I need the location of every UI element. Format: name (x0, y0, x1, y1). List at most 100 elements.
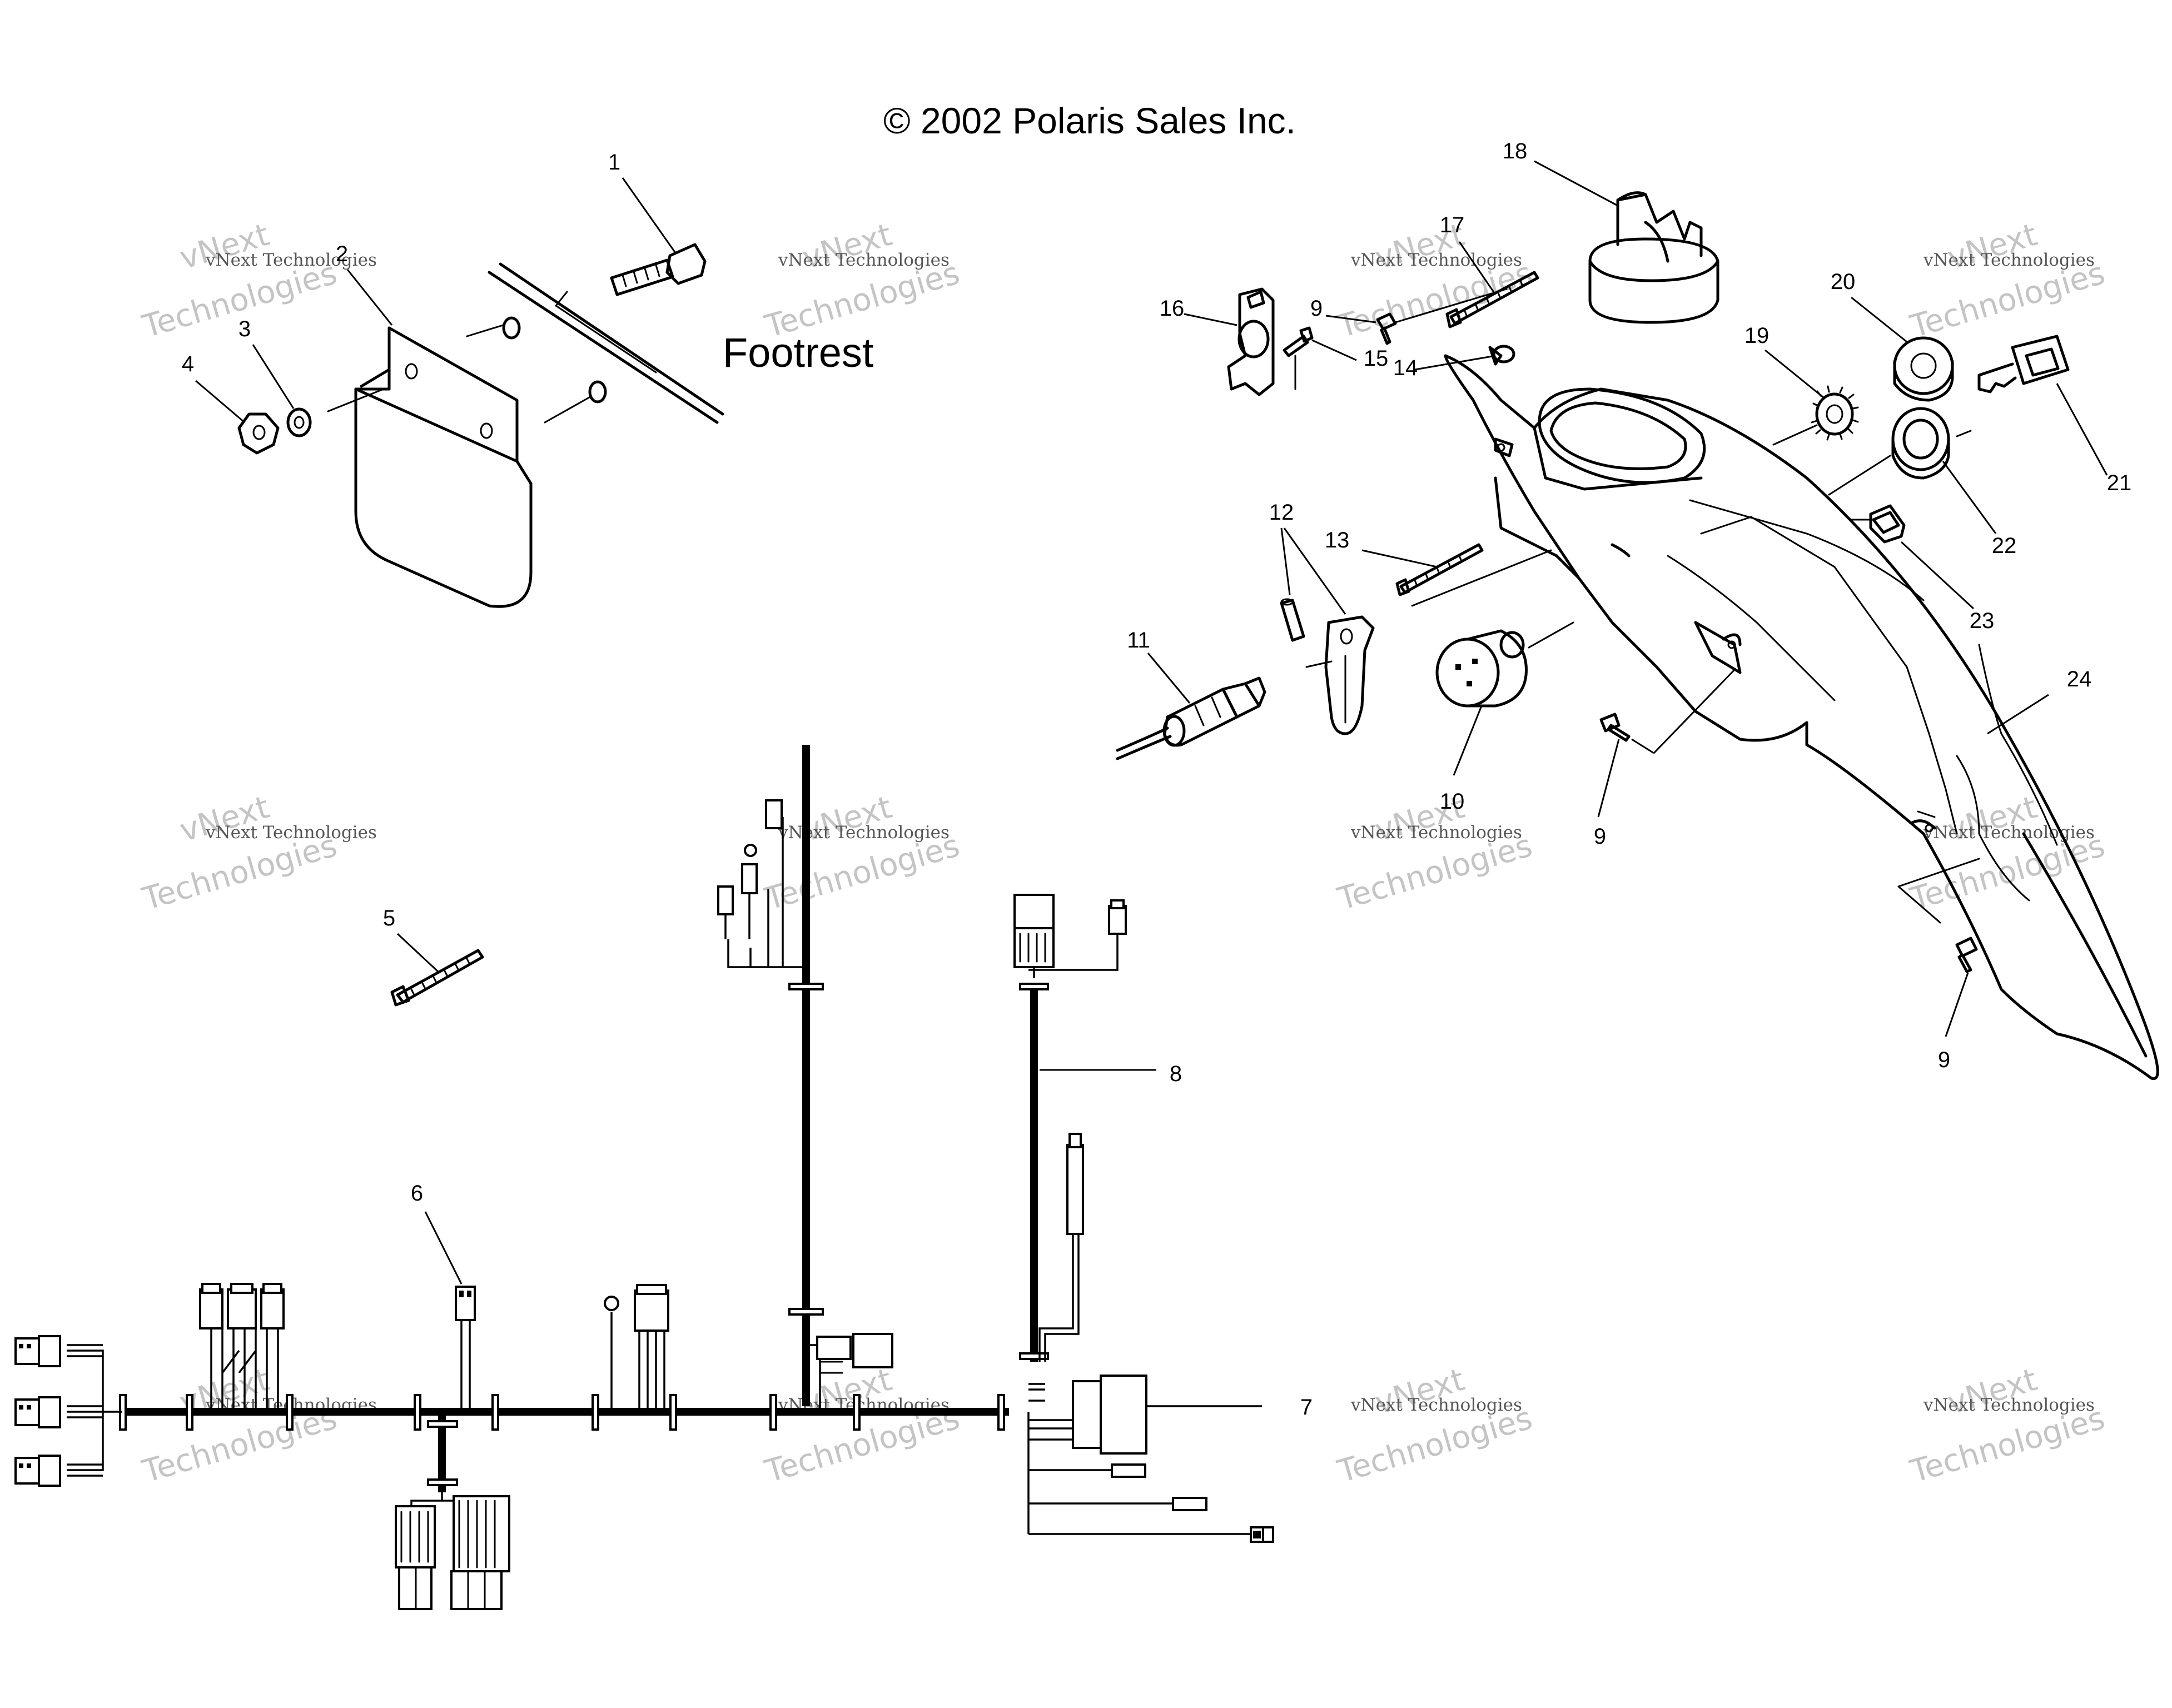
callout-5: 5 (383, 906, 395, 930)
leader-line (1453, 705, 1483, 776)
callout-10: 10 (1440, 789, 1465, 814)
watermark-line1: vNext Technologies (1923, 1395, 2095, 1415)
footrest-pad-part-2 (354, 326, 533, 608)
lever-part-12 (1280, 598, 1375, 735)
leader-line (424, 1211, 463, 1284)
callout-24: 24 (2067, 667, 2092, 691)
cable-tie-part-13 (1395, 543, 1484, 596)
leader-line (1458, 241, 1497, 295)
switch-part-11 (1116, 676, 1266, 760)
callout-17: 17 (1440, 213, 1465, 237)
leader-line (1311, 339, 1357, 361)
leader-line (1942, 461, 1997, 534)
leader-line (1534, 160, 1618, 207)
watermark-line1: vNext Technologies (1923, 250, 2095, 270)
screw-part-9-top (1376, 288, 1508, 345)
callout-13: 13 (1325, 528, 1350, 552)
harness-connector-group-a (199, 1283, 285, 1412)
ignition-switch-part-10 (1435, 621, 1574, 708)
bracket-part-16 (1227, 287, 1275, 396)
leader-line (1851, 296, 1907, 343)
harness-upper-branch (717, 745, 893, 1412)
guide-line (327, 388, 385, 412)
callout-11: 11 (1127, 628, 1150, 653)
watermark-line1: vNext Technologies (205, 823, 377, 843)
main-wiring-harness: 6 (14, 745, 1313, 1610)
watermark-line1: vNext Technologies (1923, 823, 2095, 843)
callout-6: 6 (411, 1181, 423, 1206)
leader-line (1597, 739, 1620, 818)
leader-line (1653, 669, 1736, 754)
harness-connector-group-b (604, 1284, 669, 1412)
leader-line (1325, 315, 1376, 323)
leader-line (1765, 349, 1824, 399)
washer-icon (502, 316, 521, 340)
leader-line (1280, 527, 1291, 595)
watermark-line1: vNext Technologies (1350, 1395, 1522, 1415)
callout-19: 19 (1744, 323, 1770, 348)
callout-14: 14 (1393, 356, 1418, 380)
nut-part-20 (1893, 336, 1954, 402)
callout-9b: 9 (1594, 824, 1606, 849)
footrest-assembly: Footrest (237, 243, 874, 608)
footrest-rail (488, 271, 719, 424)
callout-12: 12 (1269, 500, 1294, 525)
callout-9c: 9 (1938, 1048, 1950, 1072)
callout-3: 3 (238, 317, 251, 341)
leader-line (2056, 383, 2108, 476)
leader-line (1184, 313, 1237, 326)
nut-part-4 (237, 412, 280, 455)
callout-1: 1 (608, 150, 620, 175)
harness-right-end-part-7 (1027, 1375, 1274, 1543)
lock-washer-part-19 (1772, 385, 1859, 446)
copyright-text: © 2002 Polaris Sales Inc. (883, 100, 1296, 141)
guide-line (1897, 885, 1941, 924)
callout-7: 7 (1300, 1395, 1313, 1420)
guide-line (1897, 858, 1980, 888)
harness-lower-branch (395, 1415, 510, 1610)
callout-4: 4 (182, 352, 194, 376)
footrest-plate-edge (555, 291, 568, 307)
watermark-line1: vNext Technologies (1350, 823, 1522, 843)
boot-part-18 (1588, 191, 1719, 324)
leader-line (396, 933, 440, 974)
leader-line (1361, 549, 1438, 568)
screw-part-9-middle (1599, 713, 1631, 742)
watermark-line1: vNext Technologies (205, 250, 377, 270)
footrest-plate-edge (555, 305, 657, 374)
callout-20: 20 (1831, 270, 1856, 294)
cable-tie-part-17 (1445, 271, 1539, 328)
callout-21: 21 (2107, 471, 2132, 495)
clip-part-23 (1850, 504, 1906, 544)
watermark-line1: vNext Technologies (1350, 250, 1522, 270)
watermark-line1: vNext Technologies (778, 250, 950, 270)
guide-line (1411, 549, 1552, 607)
screw-part-15 (1283, 326, 1314, 390)
grommet-part-14 (1492, 345, 1515, 363)
footrest-rail (499, 262, 724, 416)
screw-part-9-bottom (1955, 937, 1978, 973)
callout-16: 16 (1160, 296, 1185, 321)
bezel-part-22 (1828, 407, 1972, 496)
harness-connector-part-6 (455, 1286, 476, 1412)
callout-22: 22 (1992, 534, 2017, 558)
callout-2: 2 (336, 242, 348, 266)
leader-line (1414, 355, 1496, 371)
leader-line (1987, 694, 2049, 735)
callout-8: 8 (1170, 1062, 1182, 1086)
callout-9a: 9 (1310, 296, 1323, 321)
guide-line (466, 324, 504, 337)
sub-harness-part-8 (1013, 894, 1127, 1362)
leader-line (1945, 972, 1969, 1037)
leader-line (622, 177, 677, 253)
console-housing-part-24 (1444, 354, 2159, 1080)
callout-18: 18 (1503, 139, 1528, 163)
washer-part-3 (286, 407, 312, 437)
washer-icon (588, 380, 607, 404)
harness-clips (119, 1394, 1005, 1431)
console-assembly (1444, 346, 2159, 1080)
leader-line (1283, 527, 1346, 615)
leader-line (1900, 541, 1975, 610)
